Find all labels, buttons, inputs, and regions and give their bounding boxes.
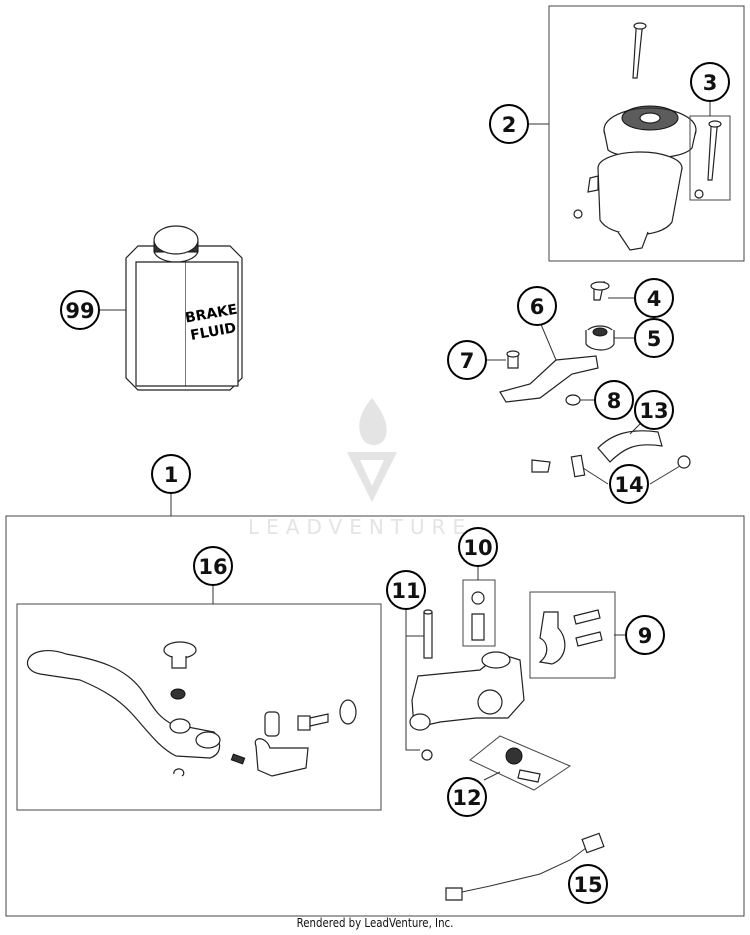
svg-text:3: 3 (703, 71, 718, 95)
svg-text:12: 12 (452, 786, 481, 810)
banjo-group-box (469, 735, 572, 791)
callout-12[interactable]: 12 (447, 777, 487, 817)
brake-fluid-bottle: BRAKE FLUID (125, 225, 243, 391)
svg-text:9: 9 (638, 624, 653, 648)
callout-3[interactable]: 3 (690, 62, 730, 102)
watermark-text: LEADVENTURE (248, 515, 472, 539)
watermark-logo: LEADVENTURE (248, 398, 472, 539)
master-cylinder-parts (409, 579, 616, 901)
callout-4[interactable]: 4 (634, 278, 674, 318)
svg-text:6: 6 (530, 295, 545, 319)
svg-text:8: 8 (607, 389, 622, 413)
callout-8[interactable]: 8 (594, 380, 634, 420)
callout-10[interactable]: 10 (458, 527, 498, 567)
svg-text:1: 1 (164, 463, 179, 487)
master-cylinder-group-box (5, 515, 745, 917)
reservoir-parts (573, 22, 731, 251)
svg-text:5: 5 (647, 327, 662, 351)
callout-15[interactable]: 15 (568, 864, 608, 904)
bracket-parts (499, 281, 615, 406)
svg-text:10: 10 (463, 536, 492, 560)
footer-credit: Rendered by LeadVenture, Inc. (296, 916, 454, 930)
svg-text:15: 15 (573, 873, 602, 897)
svg-text:11: 11 (391, 579, 420, 603)
svg-text:14: 14 (614, 473, 643, 497)
callout-6[interactable]: 6 (517, 286, 557, 326)
brake-fluid-label-line2: FLUID (189, 320, 237, 344)
callout-7[interactable]: 7 (447, 340, 487, 380)
svg-text:16: 16 (198, 555, 227, 579)
svg-text:13: 13 (639, 399, 668, 423)
svg-text:99: 99 (65, 299, 94, 323)
callout-9[interactable]: 9 (625, 615, 665, 655)
callout-16[interactable]: 16 (193, 546, 233, 586)
callout-14[interactable]: 14 (609, 464, 649, 504)
callout-99[interactable]: 99 (60, 290, 100, 330)
callout-13[interactable]: 13 (634, 390, 674, 430)
svg-text:7: 7 (460, 349, 475, 373)
svg-text:4: 4 (647, 287, 662, 311)
leader-lines (98, 102, 711, 781)
svg-text:2: 2 (502, 113, 517, 137)
reservoir-group-box (548, 5, 745, 262)
callout-1[interactable]: 1 (151, 454, 191, 494)
lever-group-box (16, 603, 382, 811)
lever-parts (26, 641, 357, 777)
callout-2[interactable]: 2 (489, 104, 529, 144)
bleeder-group-box (462, 579, 496, 647)
hose-parts (531, 430, 691, 478)
callout-11[interactable]: 11 (386, 570, 426, 610)
callout-5[interactable]: 5 (634, 318, 674, 358)
